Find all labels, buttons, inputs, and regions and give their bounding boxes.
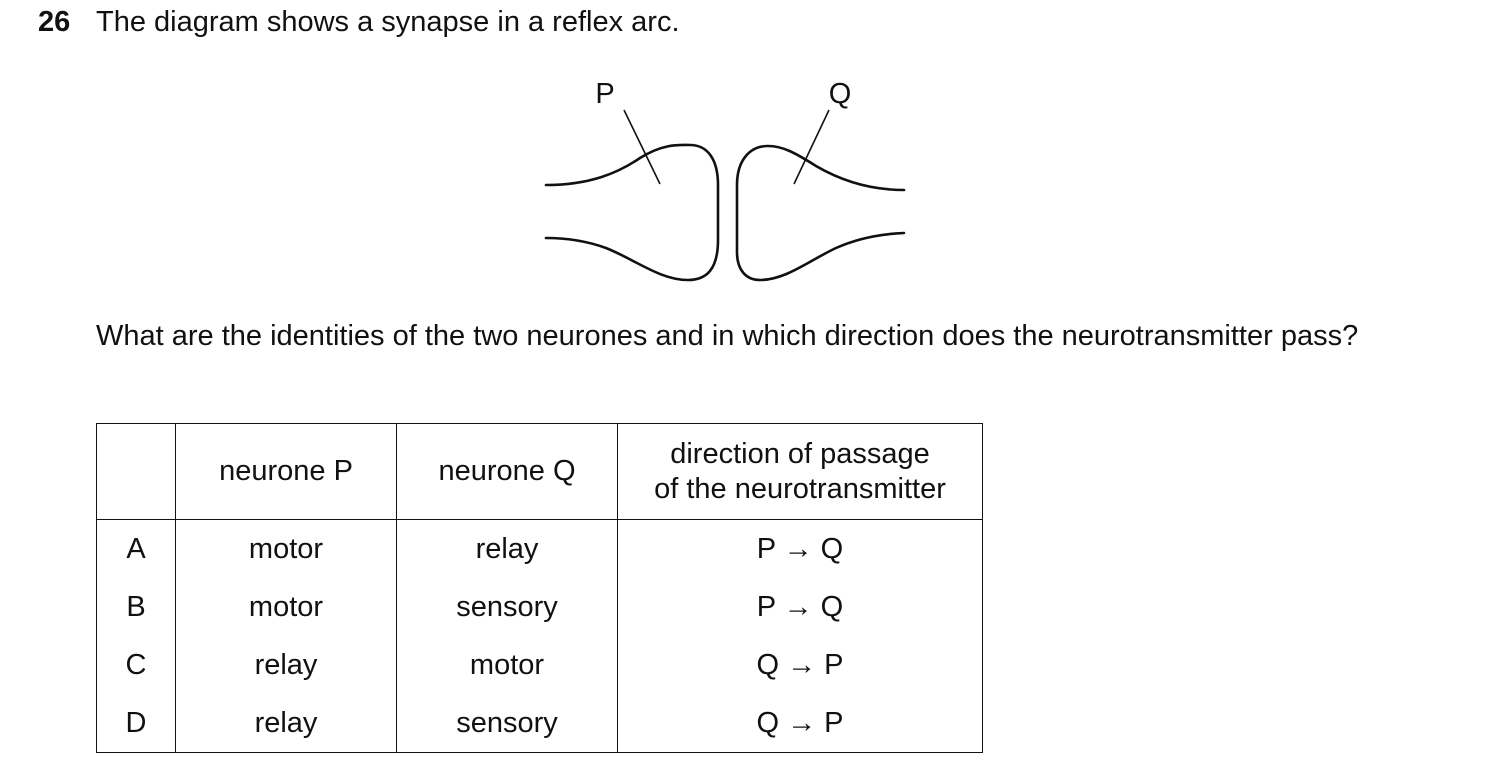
table-row[interactable]: A motor relay P → Q <box>96 519 983 578</box>
neurone-p-outline <box>544 143 720 282</box>
neurone-q-outline <box>735 144 906 282</box>
option-direction: P → Q <box>617 578 983 636</box>
option-neurone-q: relay <box>396 519 618 578</box>
table-row[interactable]: C relay motor Q → P <box>96 636 983 694</box>
option-letter: D <box>96 694 176 753</box>
question-number: 26 <box>38 6 71 38</box>
option-neurone-p: relay <box>175 636 397 694</box>
label-q: Q <box>829 78 852 110</box>
option-neurone-q: sensory <box>396 694 618 753</box>
option-direction: P → Q <box>617 519 983 578</box>
option-letter: B <box>96 578 176 636</box>
header-letter <box>96 423 176 520</box>
header-neurone-p: neurone P <box>175 423 397 520</box>
option-letter: A <box>96 519 176 578</box>
label-p-leader <box>623 109 661 185</box>
header-direction-line2: of the neurotransmitter <box>654 472 946 505</box>
table-header-row: neurone P neurone Q direction of passage… <box>96 423 983 520</box>
header-neurone-q: neurone Q <box>396 423 618 520</box>
option-direction: Q → P <box>617 694 983 753</box>
synapse-diagram: P Q <box>544 78 906 282</box>
option-neurone-p: relay <box>175 694 397 753</box>
question-prompt: What are the identities of the two neuro… <box>96 320 1359 352</box>
table-row[interactable]: B motor sensory P → Q <box>96 578 983 636</box>
option-neurone-p: motor <box>175 578 397 636</box>
option-neurone-q: motor <box>396 636 618 694</box>
question-text: The diagram shows a synapse in a reflex … <box>96 6 680 38</box>
option-direction: Q → P <box>617 636 983 694</box>
table-row[interactable]: D relay sensory Q → P <box>96 694 983 753</box>
option-neurone-q: sensory <box>396 578 618 636</box>
label-q-leader <box>793 109 830 185</box>
header-direction-line1: direction of passage <box>670 437 930 470</box>
header-direction: direction of passage of the neurotransmi… <box>617 423 983 520</box>
answer-options-table: neurone P neurone Q direction of passage… <box>96 423 983 753</box>
label-p: P <box>595 78 614 110</box>
option-neurone-p: motor <box>175 519 397 578</box>
option-letter: C <box>96 636 176 694</box>
